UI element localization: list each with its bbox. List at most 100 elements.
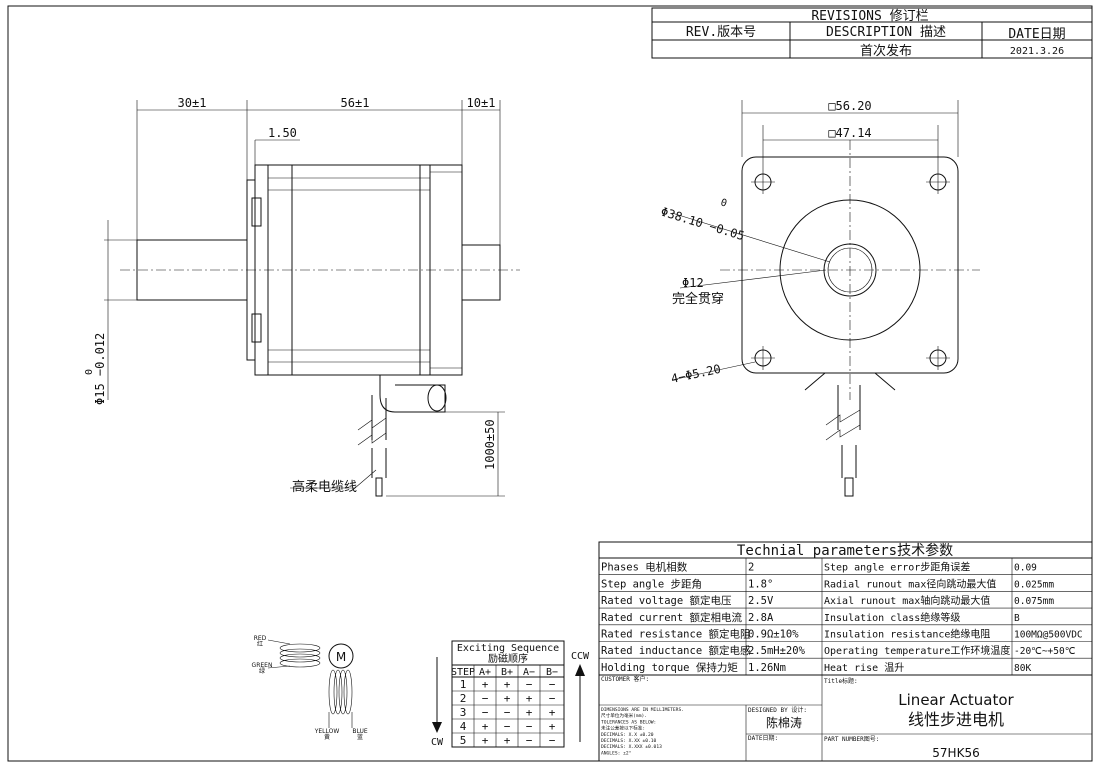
sequence-header: A− xyxy=(523,667,535,678)
dim-boss: Φ38.10 −0.05 xyxy=(659,204,746,243)
rev-label: REV.版本号 xyxy=(686,25,756,40)
parameter-cell: Insulation resistance绝缘电阻 xyxy=(824,628,990,641)
sequence-cell: + xyxy=(549,720,556,733)
revisions-title: REVISIONS 修订栏 xyxy=(811,9,928,24)
coil-vertical xyxy=(328,669,353,728)
parameter-cell: Insulation class绝缘等级 xyxy=(824,611,960,624)
parameter-cell: Axial runout max轴向跳动最大值 xyxy=(824,594,990,607)
red-label: RED xyxy=(254,635,267,642)
title-en: Linear Actuator xyxy=(898,691,1014,709)
description-label: DESCRIPTION 描述 xyxy=(826,25,946,40)
side-view: 30±1 56±1 10±1 1.50 Φ15 −0.012 0 1000±50… xyxy=(84,96,520,497)
motor-letter: M xyxy=(336,650,346,664)
sequence-cell: + xyxy=(482,678,489,691)
bore-note: 完全贯穿 xyxy=(672,291,724,307)
green-cn-label: 绿 xyxy=(259,667,265,675)
parameter-cell: 0.075mm xyxy=(1014,596,1054,607)
sequence-cell: − xyxy=(482,706,489,719)
title-label: Title标题: xyxy=(824,677,858,685)
part-number: 57HK56 xyxy=(932,746,979,760)
parameter-cell: Step angle error步距角误差 xyxy=(824,561,970,574)
sequence-cell: − xyxy=(526,734,533,747)
cw-label: CW xyxy=(431,737,444,748)
revision-desc: 首次发布 xyxy=(860,43,912,59)
sequence-header: B− xyxy=(546,667,558,678)
sequence-cell: 3 xyxy=(460,706,467,719)
designed-label: DESIGNED BY 设计: xyxy=(748,706,807,714)
sequence-cell: + xyxy=(504,734,511,747)
parameter-cell: Rated current 额定相电流 xyxy=(601,611,743,624)
parameter-cell: Step angle 步距角 xyxy=(601,578,702,590)
revision-date: 2021.3.26 xyxy=(1010,46,1064,57)
green-label: GREEN xyxy=(252,662,273,669)
sequence-cell: 4 xyxy=(460,720,467,733)
coil-horizontal xyxy=(267,639,321,669)
dim-1000: 1000±50 xyxy=(483,419,497,470)
ccw-label: CCW xyxy=(571,651,590,662)
sequence-cell: − xyxy=(549,692,556,705)
designer-name: 陈棉涛 xyxy=(766,715,802,730)
sheet-border xyxy=(7,5,1093,762)
sequence-cell: 2 xyxy=(460,692,467,705)
dim-56: 56±1 xyxy=(341,96,370,110)
dim-boss-tol-upper: 0 xyxy=(719,197,728,209)
tolerance-note: 尺寸单位为毫米(mm). xyxy=(601,712,647,719)
dim-shaft-dia: Φ15 −0.012 xyxy=(93,333,107,405)
dim-bore: Φ12 xyxy=(682,276,704,290)
parameter-cell: Operating temperature工作环境温度 xyxy=(824,644,1010,657)
sequence-title: Exciting Sequence xyxy=(457,643,559,654)
parameter-cell: 100MΩ@500VDC xyxy=(1014,630,1083,641)
sequence-cell: + xyxy=(526,706,533,719)
parameter-cell: 1.8° xyxy=(748,578,773,590)
sequence-cell: − xyxy=(504,706,511,719)
parameter-cell: 2 xyxy=(748,562,754,574)
title-cn: 线性步进电机 xyxy=(908,710,1004,729)
shaft-right xyxy=(461,244,501,301)
tolerance-note: DECIMALS: X.XXX ±0.013 xyxy=(601,744,662,750)
blue-cn-label: 蓝 xyxy=(357,733,363,741)
parameter-cell: Holding torque 保持力矩 xyxy=(601,661,738,674)
parameters-title: Technial parameters技术参数 xyxy=(737,542,953,559)
revisions-table: REVISIONS 修订栏 REV.版本号 DESCRIPTION 描述 DAT… xyxy=(651,7,1093,59)
blue-label: BLUE xyxy=(352,728,368,735)
sequence-cell: + xyxy=(482,734,489,747)
dim-sq47: □47.14 xyxy=(828,126,871,140)
sequence-cell: + xyxy=(504,678,511,691)
tolerance-note: DECIMALS: X.X ±0.20 xyxy=(601,732,654,738)
red-cn-label: 红 xyxy=(257,640,263,648)
sequence-header: A+ xyxy=(479,667,491,678)
parameter-cell: 0.09 xyxy=(1014,563,1037,574)
sequence-title-cn: 励磁顺序 xyxy=(488,652,528,665)
front-view: □56.20 □47.14 Φ38.10 −0.05 0 Φ12 完全贯穿 4−… xyxy=(659,99,980,497)
date-label: DATE日期 xyxy=(1008,27,1065,42)
date-block-label: DATE日期: xyxy=(748,734,778,742)
parameter-cell: Rated inductance 额定电感 xyxy=(601,644,751,657)
parameter-cell: 2.8A xyxy=(748,612,774,624)
yellow-label: YELLOW xyxy=(314,728,340,735)
dim-sq56: □56.20 xyxy=(828,99,871,113)
motor-symbol xyxy=(328,643,354,669)
sequence-cell: 1 xyxy=(460,678,467,691)
parameter-cell: 2.5V xyxy=(748,595,774,607)
sequence-cell: − xyxy=(549,734,556,747)
dim-10: 10±1 xyxy=(467,96,496,110)
parameter-cell: 0.9Ω±10% xyxy=(748,629,799,641)
sequence-header: STEP xyxy=(451,667,475,678)
sequence-cell: − xyxy=(549,678,556,691)
wiring-diagram: M RED 红 GREEN 绿 YELLOW 黄 BLUE 蓝 xyxy=(252,635,368,741)
title-block: CUSTOMER 客户: Title标题: Linear Actuator 线性… xyxy=(598,674,1093,762)
dim-30: 30±1 xyxy=(178,96,207,110)
sequence-cell: 5 xyxy=(460,734,467,747)
dim-shaft-tol-upper: 0 xyxy=(84,369,95,375)
sequence-cell: − xyxy=(504,720,511,733)
parameter-cell: 2.5mH±20% xyxy=(748,645,806,657)
parameter-cell: -20℃~+50℃ xyxy=(1014,646,1076,657)
sequence-cell: + xyxy=(504,692,511,705)
parameter-cell: Rated resistance 额定电阻 xyxy=(601,628,751,641)
part-number-label: PART NUMBER图号: xyxy=(824,736,879,743)
tolerance-note: TOLERANCES AS BELOW: xyxy=(601,719,656,725)
parameter-cell: B xyxy=(1014,613,1020,624)
